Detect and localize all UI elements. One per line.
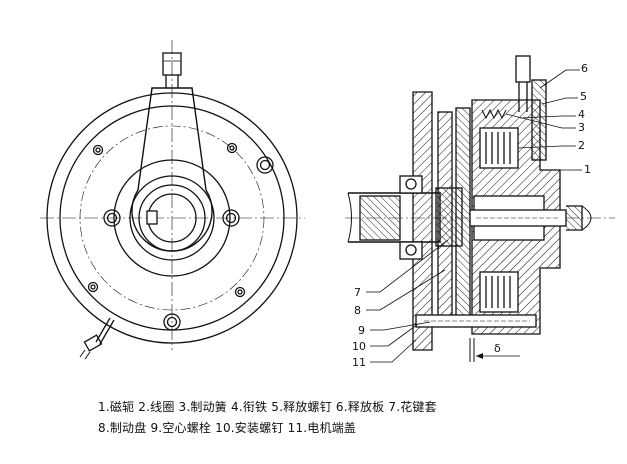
callout-1: 1	[584, 163, 591, 176]
callouts: 6 5 4 3 2 1 7 8 9 10 11 δ	[352, 62, 591, 369]
front-view	[40, 40, 305, 360]
section-view	[345, 55, 615, 362]
callout-7: 7	[354, 286, 361, 299]
caption-line-2: 8.制动盘 9.空心螺栓 10.安装螺钉 11.电机端盖	[98, 421, 357, 435]
cable-lead	[79, 317, 115, 360]
callout-11: 11	[352, 356, 366, 369]
callout-4: 4	[578, 108, 585, 121]
callout-3: 3	[578, 121, 585, 134]
leader-lines	[366, 69, 582, 363]
caption-line-1: 1.磁轭 2.线圈 3.制动簧 4.衔铁 5.释放螺钉 6.释放板 7.花键套	[98, 400, 437, 414]
front-screws	[87, 142, 246, 298]
callout-5: 5	[580, 90, 587, 103]
callout-9: 9	[358, 324, 365, 337]
callout-10: 10	[352, 340, 366, 353]
callout-8: 8	[354, 304, 361, 317]
callout-6: 6	[581, 62, 588, 75]
front-bolts	[103, 156, 274, 331]
callout-2: 2	[578, 139, 585, 152]
gap-delta-label: δ	[494, 342, 501, 355]
